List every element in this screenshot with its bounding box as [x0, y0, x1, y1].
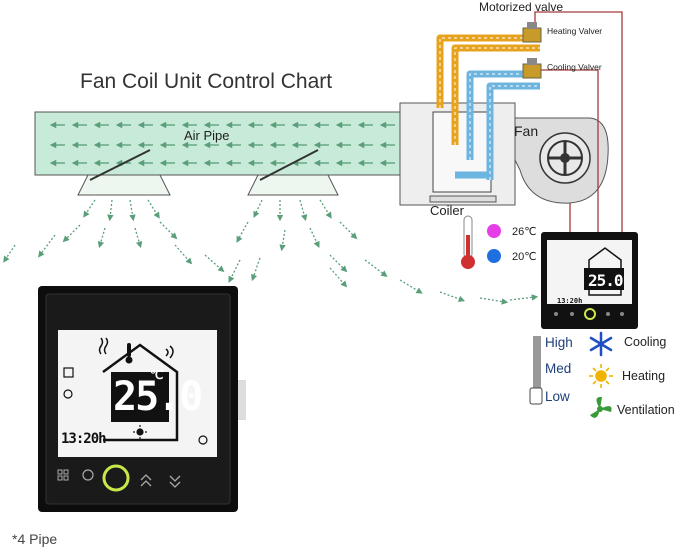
mode-heating-label: Heating: [622, 369, 666, 383]
air-duct: [34, 111, 406, 176]
heating-valve-label: Heating Valver: [547, 26, 603, 36]
cold-dot: [487, 249, 501, 263]
mode-cooling-label: Cooling: [624, 335, 667, 349]
ventilation-icon: [590, 396, 612, 418]
coiler-label: Coiler: [430, 203, 464, 218]
cooling-pipe-dashes: [469, 73, 540, 180]
cooling-valve: [522, 58, 542, 79]
outflow-arrow: [253, 199, 263, 218]
fan-label: Fan: [514, 123, 539, 139]
fan-coil-unit: [399, 102, 609, 206]
main-thermostat: [38, 286, 246, 512]
outflow-arrow: [251, 257, 261, 282]
speed-high-label: High: [545, 335, 573, 350]
temp-hot-label: 26℃: [512, 226, 537, 238]
outflow-arrow: [134, 227, 143, 249]
down-icon[interactable]: [169, 475, 181, 488]
outflow-arrow: [159, 221, 178, 240]
outflow-arrow: [38, 234, 56, 258]
outflow-arrow: [129, 199, 136, 222]
outflow-arrow: [83, 199, 96, 218]
outflow-arrow: [299, 199, 308, 222]
outflow-arrow: [399, 279, 423, 294]
outflow-arrow: [204, 254, 225, 273]
small-thermostat: [541, 232, 638, 329]
heating-pipe-dashes: [439, 37, 540, 145]
outflow-arrow: [439, 291, 466, 302]
outflow-arrow: [147, 199, 160, 219]
outflow-arrow: [174, 244, 193, 265]
outflow-arrow: [364, 259, 388, 277]
outflow-arrow: [319, 199, 332, 219]
control-wires: [534, 11, 623, 232]
speed-low-label: Low: [545, 389, 570, 404]
sun-small-icon: [133, 425, 147, 439]
outflow-arrow: [236, 221, 249, 243]
thermostat-temperature: 25.0: [113, 374, 203, 420]
outflow-arrows: [3, 199, 539, 314]
cooling-valve-label: Cooling Valver: [547, 62, 602, 72]
thermostat-unit: ℃: [150, 368, 164, 382]
outflow-arrow: [329, 254, 348, 273]
clock-icon: [63, 389, 73, 399]
outflow-arrow: [329, 267, 348, 288]
outflow-arrow: [3, 244, 16, 263]
clock-icon-bottom: [198, 435, 208, 445]
duct-airflow-arrows: [49, 121, 395, 167]
wifi-icon: [165, 345, 174, 359]
air-pipe-label: Air Pipe: [184, 128, 230, 143]
outflow-arrow: [97, 227, 106, 249]
small-thermostat-time: 13:20h: [557, 297, 583, 305]
motorized-valve-label: Motorized valve: [479, 0, 564, 14]
mode-ventilation-label: Ventilation: [617, 403, 675, 417]
outflow-arrow: [309, 227, 320, 248]
speed-med-label: Med: [545, 361, 572, 376]
up-icon[interactable]: [140, 474, 152, 487]
thermostat-time: 13:20h: [61, 431, 107, 447]
outflow-arrow: [509, 294, 539, 301]
thermometer-icon: [125, 343, 133, 364]
coiler: [432, 111, 492, 193]
heat-waves-icon: [98, 337, 109, 355]
outflow-arrow: [228, 259, 241, 283]
menu-icon[interactable]: [57, 469, 69, 481]
thermometer-icon: [461, 215, 475, 269]
diffuser-right: [247, 149, 339, 196]
caption: *4 Pipe: [12, 531, 58, 547]
outflow-arrow: [107, 199, 114, 222]
diagram-title: Fan Coil Unit Control Chart: [80, 70, 333, 93]
outflow-arrow: [279, 229, 286, 252]
outflow-arrow: [479, 297, 509, 305]
small-thermostat-temperature: 25.0: [588, 271, 624, 290]
clock-button-icon[interactable]: [82, 469, 94, 481]
outflow-arrow: [339, 221, 358, 240]
temp-cold-label: 20℃: [512, 251, 537, 263]
heating-valve: [522, 22, 542, 43]
curtain-icon: [63, 367, 74, 378]
diffuser-left: [77, 149, 171, 196]
hot-dot: [487, 224, 501, 238]
speed-slider: [529, 336, 543, 405]
outflow-arrow: [62, 224, 81, 243]
snowflake-icon: [589, 331, 613, 357]
power-ring[interactable]: [102, 464, 130, 492]
sun-icon: [589, 364, 613, 388]
